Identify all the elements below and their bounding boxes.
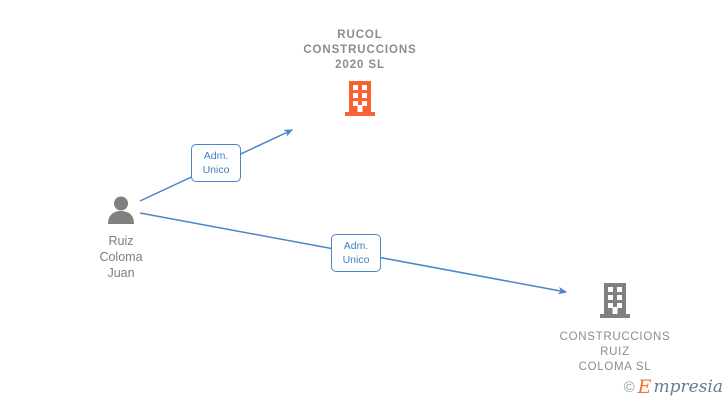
watermark-empresia: © E mpresia <box>624 378 723 397</box>
building-icon <box>345 81 375 116</box>
person-icon <box>108 196 134 224</box>
node-company-rucol[interactable]: RUCOL CONSTRUCCIONS 2020 SL <box>265 28 455 123</box>
building-icon-wrap <box>265 80 455 123</box>
watermark-brand-initial: E <box>637 376 652 398</box>
building-icon <box>600 283 630 318</box>
edge-label-adm-unico-2[interactable]: Adm. Unico <box>331 234 381 272</box>
node-person-label: Ruiz Coloma Juan <box>99 234 143 280</box>
edge-label-adm-unico-1[interactable]: Adm. Unico <box>191 144 241 182</box>
node-company-construccions-ruiz-coloma[interactable]: CONSTRUCCIONS RUIZ COLOMA SL <box>525 282 705 375</box>
building-icon-wrap-2 <box>525 282 705 325</box>
node-company-construccions-label: CONSTRUCCIONS RUIZ COLOMA SL <box>559 331 671 373</box>
node-company-rucol-label: RUCOL CONSTRUCCIONS 2020 SL <box>303 29 417 71</box>
person-icon-wrap <box>65 196 177 229</box>
copyright-icon: © <box>623 379 635 396</box>
node-person-ruiz-coloma-juan[interactable]: Ruiz Coloma Juan <box>65 196 177 281</box>
watermark-brand-rest: mpresia <box>653 377 724 397</box>
